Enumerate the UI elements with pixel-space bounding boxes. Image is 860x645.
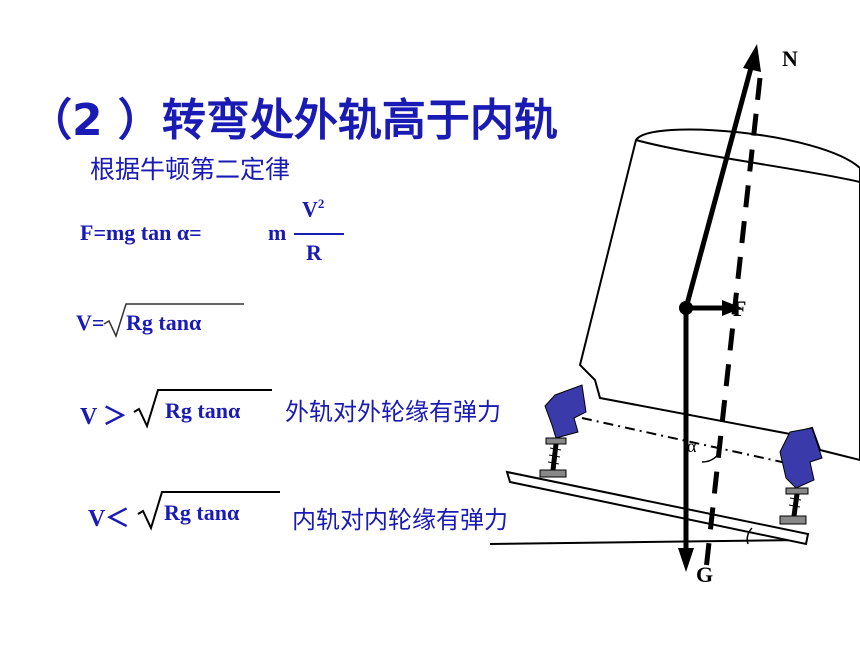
alpha-arc-top [701,451,721,463]
normal-force-arrowhead [743,44,761,72]
center-of-mass [679,301,693,315]
alpha-arc-bottom [746,527,753,545]
condition-less-sqrt-sign [137,491,280,531]
condition-greater-note: 外轨对外轮缘有弹力 [285,398,501,426]
car-axis-dashed [703,77,763,571]
formula1-fraction-bar [294,233,344,235]
axle-line [581,417,801,467]
condition-less-radicand: Rg tanα [164,500,240,525]
condition-less-note: 内轨对内轮缘有弹力 [292,506,508,534]
formula2-radicand: Rg tanα [126,310,202,335]
formula1-denominator: R [306,240,322,265]
condition-greater-radicand: Rg tanα [165,398,241,423]
formula1-numerator-exp: 2 [317,196,325,211]
gravity-label: G [696,562,714,587]
subtitle: 根据牛顿第二定律 [90,155,291,184]
formula1-lhs: F=mg tan α= [80,220,202,245]
condition-less-lhs: V＜ [88,506,130,532]
inner-wheel [539,384,587,478]
condition-greater-lhs: V ＞ [80,404,127,430]
gravity-arrowhead [678,548,694,572]
page-title: （2 ）转弯处外轨高于内轨 [28,95,558,146]
formula1-mass: m [268,220,287,245]
normal-force-label: N [782,46,798,71]
inclined-track-bed [505,470,810,546]
angle-alpha-label: α [687,436,697,456]
formula1-numerator: V2 [302,196,324,222]
condition-greater-sqrt-sign [133,389,272,429]
normal-force-arrow [683,63,755,309]
formula1-numerator-base: V [302,196,318,222]
net-force-label: F [733,296,747,321]
formula2-lhs: V= [76,310,105,335]
net-force-arrowhead [722,300,742,316]
outer-wheel [779,427,823,525]
ground-line [489,539,806,545]
formula2-sqrt-sign [103,303,244,339]
